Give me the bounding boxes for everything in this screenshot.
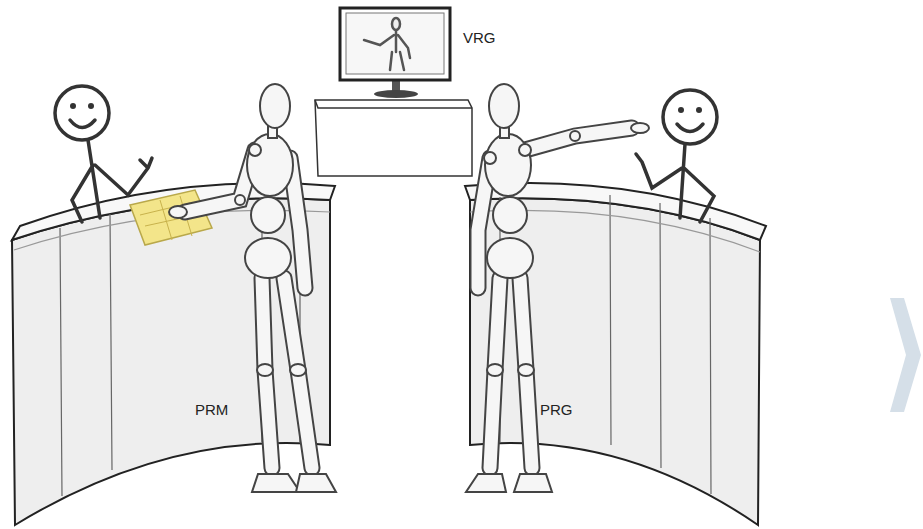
right-mannequin <box>466 84 649 492</box>
monitor <box>340 8 450 98</box>
left-mannequin <box>169 84 336 492</box>
right-person <box>636 90 717 222</box>
chevron <box>890 298 921 412</box>
monitor-table <box>315 100 472 176</box>
part-label: PRM <box>195 402 228 419</box>
left-desk <box>12 183 335 525</box>
right-desk <box>465 183 766 525</box>
part-label: PRG <box>540 402 573 419</box>
map <box>130 190 212 245</box>
part-label: VRG <box>463 30 496 47</box>
left-person <box>55 86 152 222</box>
